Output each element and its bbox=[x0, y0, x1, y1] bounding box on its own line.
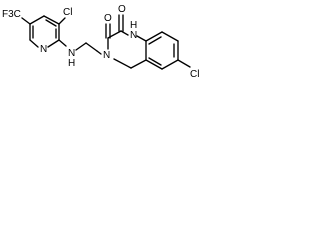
atom-n-alkyl: N bbox=[103, 50, 110, 61]
chemical-structure-diagram: F3C Cl N N H O O N H N Cl bbox=[2, 4, 199, 80]
atom-n-lactam: N bbox=[130, 30, 137, 41]
atom-oxo-upper-right: O bbox=[118, 4, 126, 15]
atom-labels: F3C Cl N N H O O N H N Cl bbox=[2, 4, 199, 80]
atom-n-pyridine: N bbox=[40, 44, 47, 55]
atom-h-amine: H bbox=[68, 58, 75, 69]
atom-cf3: F3C bbox=[2, 9, 21, 20]
atom-cl-pyridine: Cl bbox=[63, 7, 72, 18]
atom-cl-benzo: Cl bbox=[190, 69, 199, 80]
atom-n-amine: N bbox=[68, 48, 75, 59]
atom-h-lactam: H bbox=[130, 20, 137, 31]
bond-lines bbox=[21, 14, 191, 70]
atom-oxo-upper-left: O bbox=[104, 13, 112, 24]
